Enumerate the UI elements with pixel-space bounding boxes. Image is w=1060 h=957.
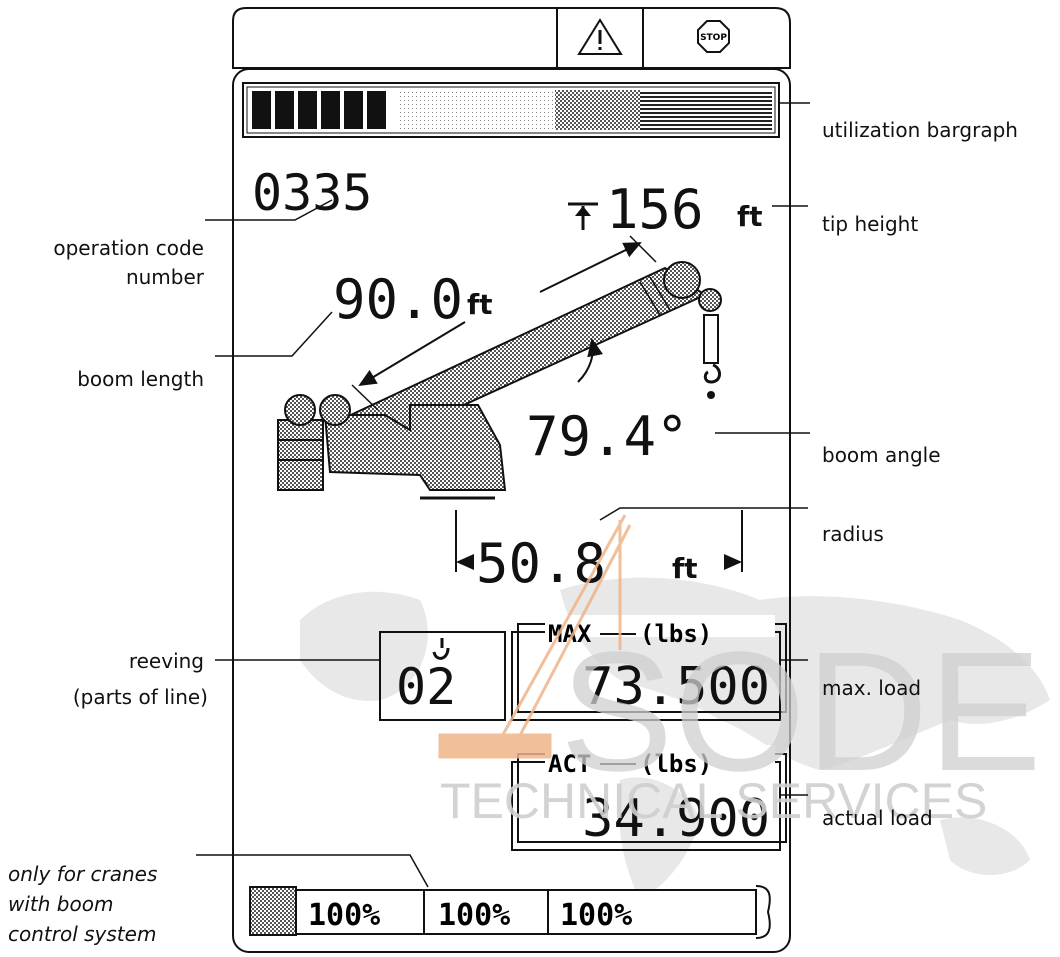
boom-control-bar: 100% 100% 100%	[249, 885, 771, 939]
warning-triangle-icon	[577, 18, 623, 55]
tip-height-readout: 156 ft	[568, 178, 763, 241]
label-note-1: only for cranes	[8, 862, 158, 886]
boom-control-3: 100%	[560, 898, 632, 933]
radius-value: 50.8	[476, 532, 606, 595]
max-load-unit: (lbs)	[640, 620, 712, 648]
max-load-value: 73.500	[582, 657, 770, 717]
label-operation-code-1: operation code	[53, 236, 204, 260]
actual-load-box: ACT (lbs) 34.900	[511, 745, 787, 851]
label-actual-load: actual load	[822, 806, 933, 830]
utilization-segment	[252, 91, 271, 129]
boom-control-1: 100%	[308, 898, 380, 933]
top-bar: STOP	[232, 7, 791, 69]
label-reeving-1: reeving	[128, 649, 204, 673]
label-note-3: control system	[8, 922, 157, 946]
tip-height-icon	[568, 202, 598, 230]
stop-sign-text: STOP	[700, 33, 727, 43]
actual-load-header: ACT	[548, 750, 591, 778]
reeving-value: 02	[396, 658, 456, 716]
label-radius: radius	[822, 522, 884, 546]
utilization-segment	[321, 91, 340, 129]
label-boom-angle: boom angle	[822, 443, 941, 467]
boom-length-unit: ft	[467, 288, 493, 321]
orange-crane-watermark	[438, 514, 632, 759]
utilization-segment	[275, 91, 294, 129]
reeving-box: 02	[379, 631, 506, 721]
label-max-load: max. load	[822, 676, 922, 700]
crane-illustration	[277, 235, 722, 500]
sode-services-text: TECHNICAL SERVICES	[440, 773, 987, 829]
utilization-segment	[344, 91, 363, 129]
boom-control-2: 100%	[438, 898, 510, 933]
tip-height-unit: ft	[737, 200, 763, 233]
utilization-fill	[252, 91, 386, 129]
hook-reeving-icon	[432, 638, 450, 660]
tip-height-value: 156	[606, 178, 704, 241]
sode-watermark: SODE TECHNICAL SERVICES	[438, 514, 1042, 829]
label-note-2: with boom	[8, 892, 114, 916]
max-load-box: MAX (lbs) 73.500	[511, 615, 787, 721]
leader-lines	[196, 102, 810, 888]
operation-code-value: 0335	[252, 164, 372, 222]
label-reeving-2: (parts of line)	[72, 685, 208, 709]
radius-unit: ft	[672, 552, 698, 585]
boom-length-value: 90.0	[333, 268, 463, 331]
boom-angle-value: 79.4°	[526, 405, 689, 468]
utilization-bargraph	[242, 82, 780, 138]
label-tip-height: tip height	[822, 212, 919, 236]
display-frame	[232, 68, 791, 953]
stop-sign-icon: STOP	[697, 20, 730, 53]
actual-load-value: 34.900	[582, 789, 770, 849]
utilization-segment	[298, 91, 317, 129]
label-operation-code-2: number	[125, 265, 204, 289]
label-boom-length: boom length	[77, 367, 204, 391]
sode-logo-text: SODE	[560, 617, 1042, 807]
label-utilization-bargraph: utilization bargraph	[822, 118, 1018, 142]
utilization-segment	[367, 91, 386, 129]
radius-readout: 50.8 ft	[455, 510, 743, 595]
actual-load-unit: (lbs)	[640, 750, 712, 778]
